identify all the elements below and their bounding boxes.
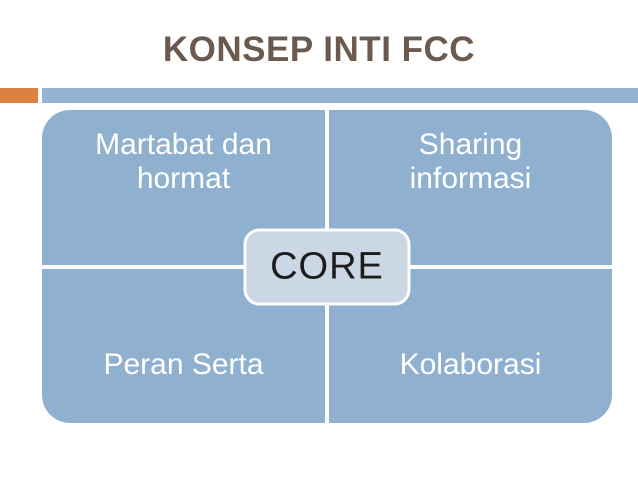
- quadrant-bottom-left-label: Peran Serta: [103, 347, 264, 381]
- core-center-label: CORE: [270, 245, 384, 287]
- quadrant-bottom-right-label: Kolaborasi: [399, 347, 542, 381]
- header-bar-blue: [42, 88, 638, 103]
- core-center-box: CORE: [243, 228, 411, 305]
- header-accent-orange-block: [0, 88, 38, 103]
- quadrant-top-right-label: Sharing informasi: [409, 128, 532, 196]
- matrix-diagram: Martabat dan hormat Sharing informasi Pe…: [42, 110, 612, 423]
- slide-title: KONSEP INTI FCC: [162, 30, 476, 69]
- quadrant-top-left-label: Martabat dan hormat: [95, 128, 272, 196]
